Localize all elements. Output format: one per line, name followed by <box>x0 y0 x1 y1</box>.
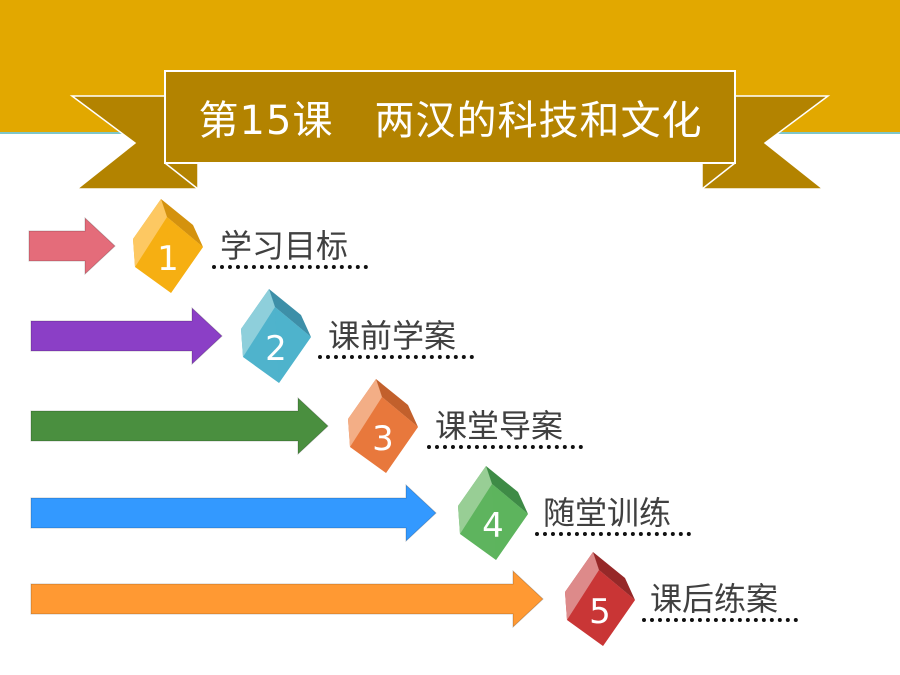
item-label[interactable]: 学习目标 <box>220 227 349 265</box>
number-cube-icon <box>348 379 418 473</box>
item-label[interactable]: 课后练案 <box>650 580 779 618</box>
dotted-underline <box>212 265 368 269</box>
dotted-underline <box>318 355 474 359</box>
arrow-icon <box>30 307 223 365</box>
dotted-underline <box>535 532 691 536</box>
number-cube-icon <box>458 466 528 560</box>
number-cube-icon <box>565 552 635 646</box>
item-number: 3 <box>372 419 394 459</box>
dotted-underline <box>427 445 583 449</box>
dotted-underline <box>642 618 798 622</box>
arrow-icon <box>30 484 437 542</box>
item-label[interactable]: 随堂训练 <box>543 494 672 532</box>
page-title: 第15课 两汉的科技和文化 <box>198 98 703 144</box>
number-cube-icon <box>241 289 311 383</box>
arrow-icon <box>30 397 329 455</box>
item-label[interactable]: 课堂导案 <box>435 407 564 445</box>
item-number: 5 <box>589 592 611 632</box>
item-number: 2 <box>265 329 287 369</box>
arrow-icon <box>30 570 544 628</box>
item-number: 4 <box>482 506 504 546</box>
arrow-icon <box>28 217 116 275</box>
item-number: 1 <box>157 239 179 279</box>
item-label[interactable]: 课前学案 <box>328 317 457 355</box>
title-ribbon <box>69 70 831 190</box>
number-cube-icon <box>133 199 203 293</box>
